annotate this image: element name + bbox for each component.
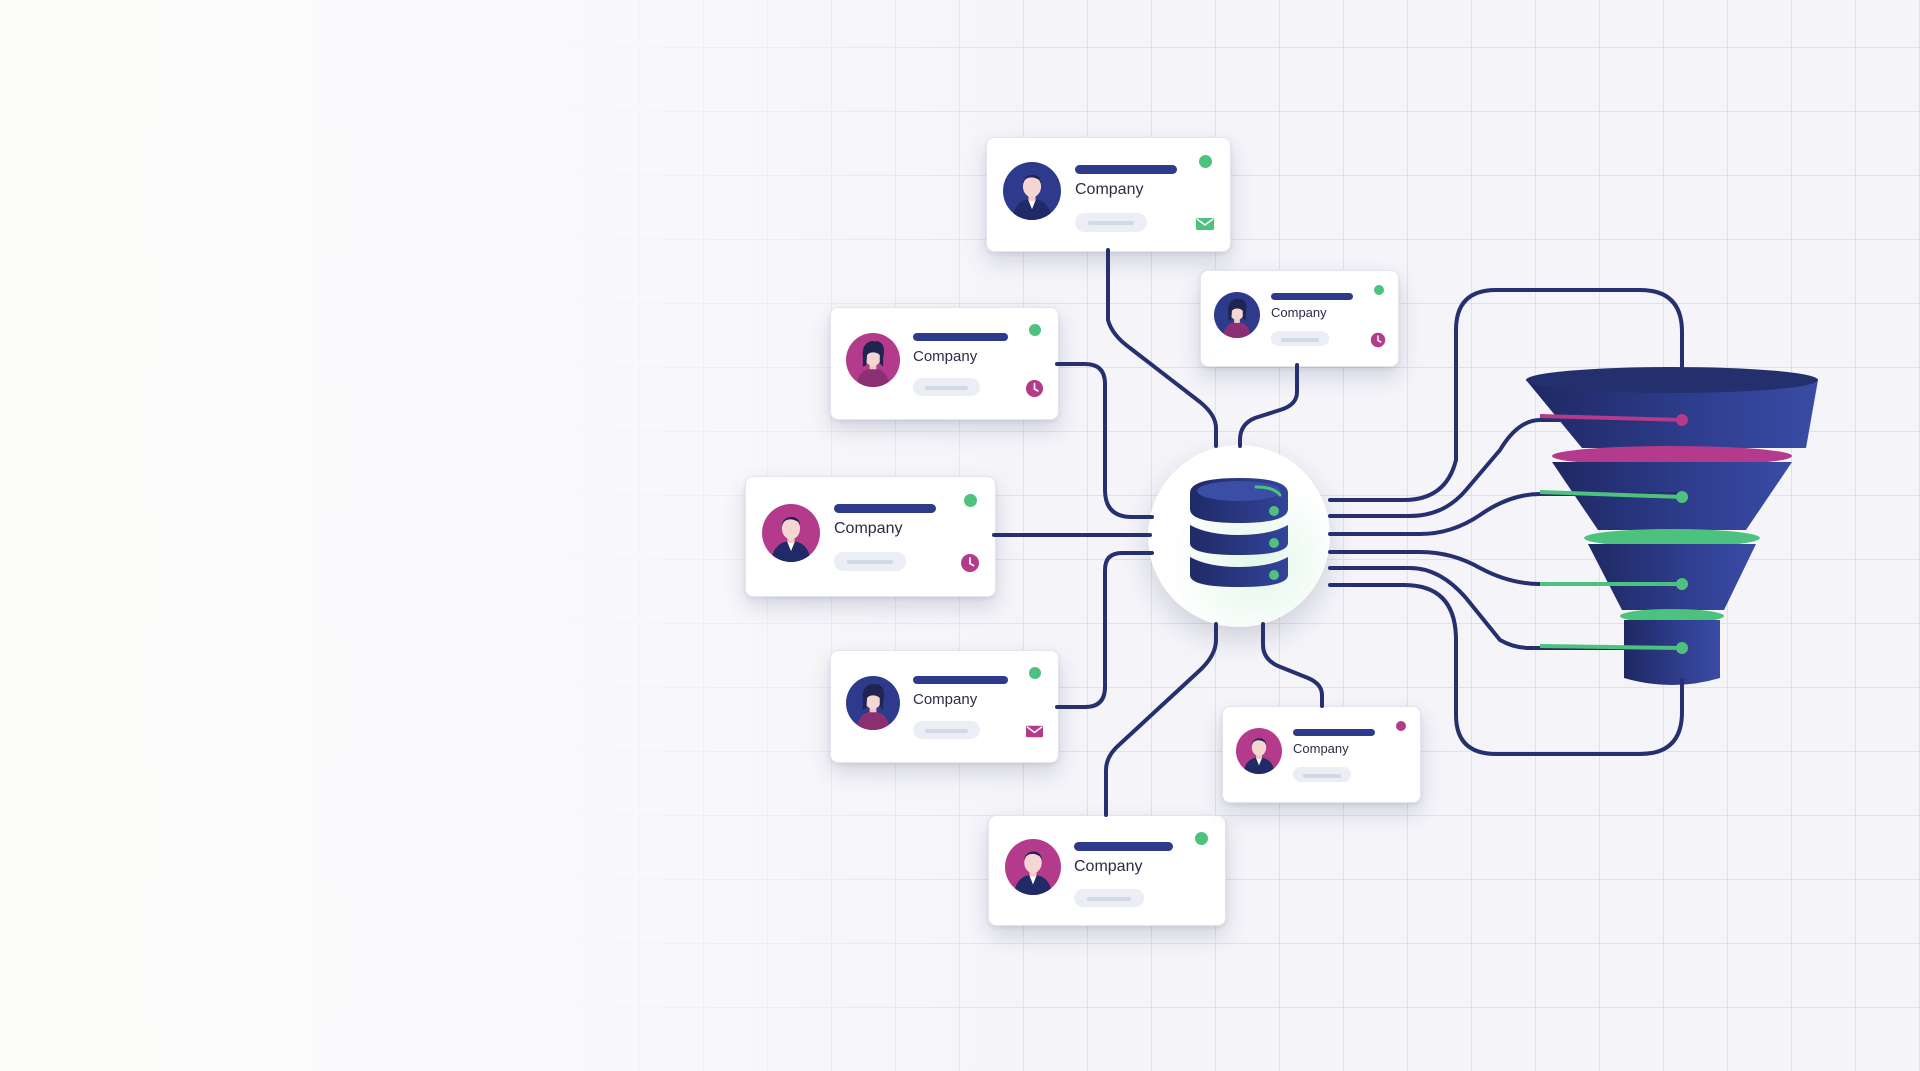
funnel-tier-4 — [1624, 620, 1720, 685]
status-dot — [1029, 324, 1041, 336]
envelope-icon[interactable] — [1195, 214, 1215, 234]
contact-name-placeholder — [913, 333, 1008, 341]
connector-line — [1055, 362, 1154, 519]
contact-name-placeholder — [913, 676, 1008, 684]
clock-icon[interactable] — [1025, 379, 1044, 398]
contact-card-top[interactable]: Company — [986, 137, 1231, 252]
company-label: Company — [1075, 181, 1144, 198]
detail-pill — [1293, 767, 1351, 782]
company-label: Company — [1271, 305, 1327, 320]
company-label: Company — [1293, 741, 1349, 756]
connector-line — [1055, 551, 1154, 709]
contact-card-upper-left[interactable]: Company — [830, 307, 1059, 420]
funnel-data-dot — [1676, 642, 1688, 654]
contact-name-placeholder — [1075, 165, 1177, 174]
connector-line — [1328, 288, 1684, 502]
funnel-data-line — [1539, 490, 1683, 499]
funnel-tier-1 — [1526, 367, 1818, 448]
status-dot — [1199, 155, 1212, 168]
avatar — [1005, 839, 1061, 895]
funnel-icon — [1526, 367, 1818, 685]
contact-card-lower-left[interactable]: Company — [830, 650, 1059, 763]
company-label: Company — [913, 691, 978, 708]
status-dot — [964, 494, 977, 507]
connector-line — [1328, 418, 1684, 518]
connector-line — [1238, 363, 1299, 448]
funnel-tier-3 — [1588, 544, 1756, 610]
clock-icon[interactable] — [1370, 332, 1386, 348]
connector-line — [1328, 583, 1684, 756]
funnel-data-dot — [1676, 414, 1688, 426]
contact-name-placeholder — [1293, 729, 1375, 736]
connector-line — [1106, 248, 1218, 448]
contact-card-lower-right[interactable]: Company — [1222, 706, 1421, 803]
clock-icon[interactable] — [960, 553, 980, 573]
connector-line — [1328, 492, 1684, 536]
contact-name-placeholder — [834, 504, 936, 513]
detail-pill — [913, 378, 980, 396]
connector-line — [1104, 622, 1218, 817]
company-label: Company — [834, 520, 903, 537]
status-dot — [1029, 667, 1041, 679]
company-label: Company — [913, 348, 978, 365]
avatar — [1236, 728, 1282, 774]
contact-card-upper-right[interactable]: Company — [1200, 270, 1399, 367]
connector-line — [1328, 566, 1684, 650]
status-dot — [1374, 285, 1384, 295]
database-hub — [1148, 445, 1330, 627]
database-icon — [1190, 478, 1288, 587]
avatar — [762, 504, 820, 562]
contact-name-placeholder — [1074, 842, 1173, 851]
funnel-data-line — [1539, 414, 1683, 422]
avatar — [846, 333, 900, 387]
funnel-data-dot — [1676, 578, 1688, 590]
company-label: Company — [1074, 858, 1143, 875]
detail-pill — [834, 552, 906, 571]
connector-line — [1261, 622, 1324, 708]
avatar — [1214, 292, 1260, 338]
contact-name-placeholder — [1271, 293, 1353, 300]
funnel-data-line — [1539, 644, 1683, 650]
status-dot — [1195, 832, 1208, 845]
status-dot — [1396, 721, 1406, 731]
avatar — [846, 676, 900, 730]
connector-line — [1328, 550, 1684, 586]
detail-pill — [1271, 331, 1329, 346]
avatar — [1003, 162, 1061, 220]
detail-pill — [913, 721, 980, 739]
contact-card-bottom[interactable]: Company — [988, 815, 1226, 926]
funnel-data-dot — [1676, 491, 1688, 503]
envelope-icon[interactable] — [1025, 722, 1044, 741]
detail-pill — [1075, 213, 1147, 232]
detail-pill — [1074, 889, 1144, 907]
